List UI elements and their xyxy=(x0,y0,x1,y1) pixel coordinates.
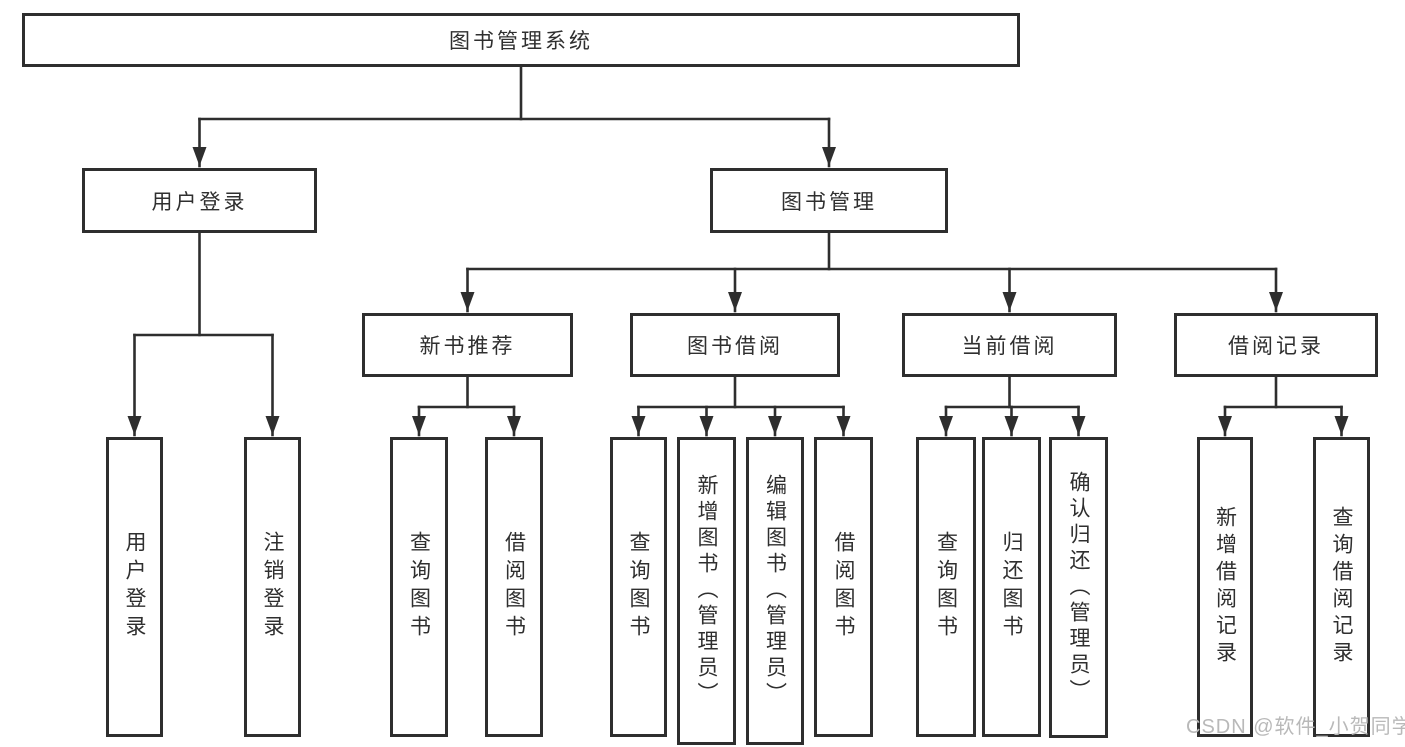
node-book-borrow: 图书借阅 xyxy=(630,313,840,377)
leaf-query-borrow-record-label: 查询借阅记录 xyxy=(1330,506,1354,668)
leaf-borrow-books-recommend-label: 借阅图书 xyxy=(502,531,526,643)
node-book-management: 图书管理 xyxy=(710,168,948,233)
leaf-borrow-books-label: 借阅图书 xyxy=(832,531,856,643)
node-book-borrow-label: 图书借阅 xyxy=(687,335,783,358)
leaf-query-books-current: 查询图书 xyxy=(916,437,976,737)
leaf-add-borrow-record-label: 新增借阅记录 xyxy=(1213,506,1237,668)
leaf-logout: 注销登录 xyxy=(244,437,301,737)
leaf-query-books-borrow-label: 查询图书 xyxy=(627,531,651,643)
leaf-query-books-current-label: 查询图书 xyxy=(934,531,958,643)
leaf-borrow-books: 借阅图书 xyxy=(814,437,873,737)
node-current-borrow-label: 当前借阅 xyxy=(961,335,1058,358)
leaf-logout-label: 注销登录 xyxy=(261,531,285,643)
leaf-query-books-borrow: 查询图书 xyxy=(610,437,667,737)
node-user-login: 用户登录 xyxy=(82,168,317,233)
leaf-add-books-admin: 新增图书（管理员） xyxy=(677,437,736,745)
node-new-book-recommend: 新书推荐 xyxy=(362,313,573,377)
leaf-return-books-label: 归还图书 xyxy=(1000,531,1024,643)
leaf-query-borrow-record: 查询借阅记录 xyxy=(1313,437,1370,737)
leaf-edit-books-admin-label: 编辑图书（管理员） xyxy=(763,474,787,708)
leaf-add-books-admin-label: 新增图书（管理员） xyxy=(695,474,719,708)
node-current-borrow: 当前借阅 xyxy=(902,313,1117,377)
node-borrow-record-label: 借阅记录 xyxy=(1228,335,1324,358)
node-user-login-label: 用户登录 xyxy=(151,190,248,214)
leaf-query-books-recommend-label: 查询图书 xyxy=(407,531,431,643)
watermark: CSDN @软件_小贺同学 xyxy=(1186,716,1405,738)
leaf-return-books: 归还图书 xyxy=(982,437,1041,737)
leaf-add-borrow-record: 新增借阅记录 xyxy=(1197,437,1253,737)
node-borrow-record: 借阅记录 xyxy=(1174,313,1378,377)
leaf-user-login: 用户登录 xyxy=(106,437,163,737)
node-new-book-recommend-label: 新书推荐 xyxy=(419,335,516,358)
node-root: 图书管理系统 xyxy=(22,13,1020,67)
node-book-management-label: 图书管理 xyxy=(781,190,877,214)
leaf-confirm-return-admin-label: 确认归还（管理员） xyxy=(1067,470,1091,705)
leaf-query-books-recommend: 查询图书 xyxy=(390,437,448,737)
leaf-borrow-books-recommend: 借阅图书 xyxy=(485,437,543,737)
leaf-confirm-return-admin: 确认归还（管理员） xyxy=(1049,437,1108,738)
leaf-user-login-label: 用户登录 xyxy=(123,531,147,643)
node-root-label: 图书管理系统 xyxy=(449,30,593,53)
leaf-edit-books-admin: 编辑图书（管理员） xyxy=(746,437,804,745)
